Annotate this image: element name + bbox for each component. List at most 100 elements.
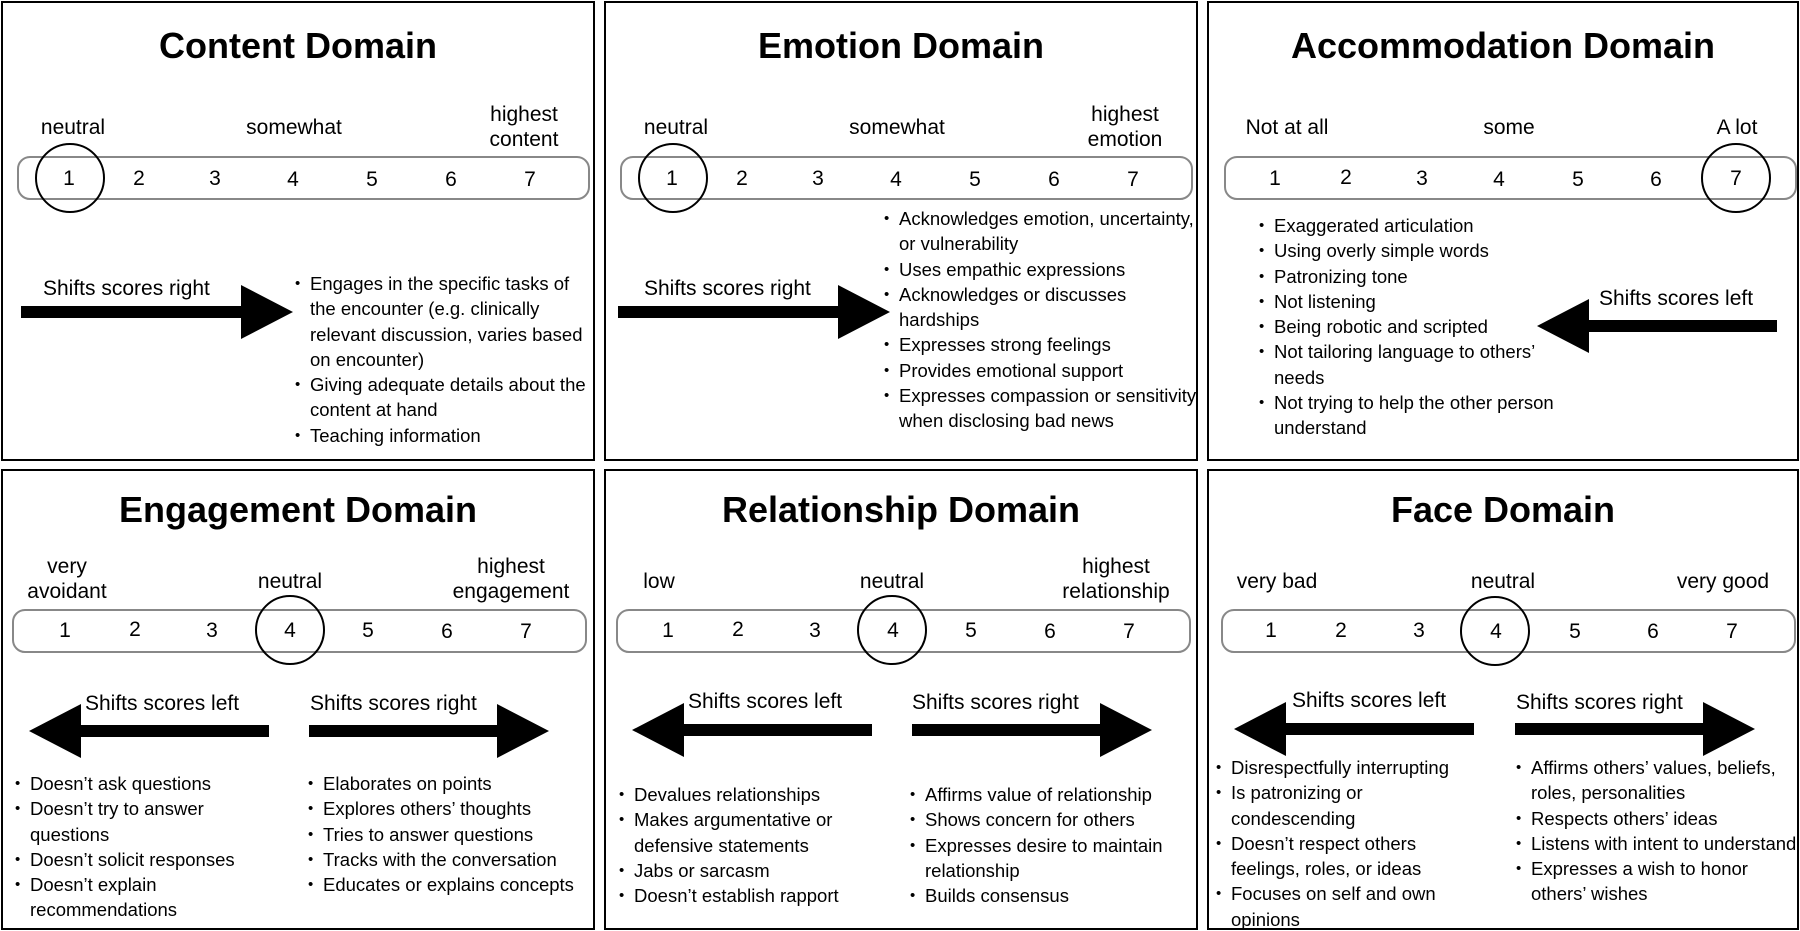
shifts-right-list: Engages in the specific tasks of the enc… xyxy=(293,271,593,448)
list-item: Doesn’t try to answer questions xyxy=(13,796,273,847)
scale-number-1: 1 xyxy=(1269,167,1281,190)
list-item: Doesn’t respect others feelings, roles, … xyxy=(1214,831,1476,882)
shifts-left-label: Shifts scores left xyxy=(1292,689,1447,712)
panel-accommodation-domain: Accommodation Domain Not at all some A l… xyxy=(1207,1,1799,461)
list-item: Teaching information xyxy=(293,423,593,449)
scale-number-4: 4 xyxy=(890,168,902,191)
list-item: Affirms others’ values, beliefs, roles, … xyxy=(1514,755,1797,806)
list-item: Being robotic and scripted xyxy=(1257,314,1557,340)
list-item: Listens with intent to understand xyxy=(1514,831,1797,857)
list-item: Educates or explains concepts xyxy=(306,872,593,898)
scale-label-low: neutral xyxy=(643,116,709,139)
selected-score-circle xyxy=(1460,596,1530,666)
scale-number-1: 1 xyxy=(662,619,674,642)
shifts-right-label: Shifts scores right xyxy=(43,277,210,300)
scale-number-6: 6 xyxy=(1647,620,1659,643)
scale-number-6: 6 xyxy=(445,168,457,191)
list-item: Tracks with the conversation xyxy=(306,847,593,873)
scale-number-6: 6 xyxy=(1048,168,1060,191)
arrow-left-icon xyxy=(1234,702,1474,756)
arrow-right-icon xyxy=(309,704,549,758)
shifts-right-list: Elaborates on points Explores others’ th… xyxy=(306,771,593,898)
panel-emotion-domain: Emotion Domain neutral somewhat highest … xyxy=(604,1,1198,461)
panel-title: Face Domain xyxy=(1390,489,1616,530)
panel-title: Engagement Domain xyxy=(118,489,478,530)
list-item: Provides emotional support xyxy=(882,358,1196,384)
panel-content-domain: Content Domain neutral somewhat highest … xyxy=(1,1,595,461)
panel-title: Emotion Domain xyxy=(758,25,1044,66)
rating-scale xyxy=(620,156,1193,200)
list-item: Doesn’t solicit responses xyxy=(13,847,273,873)
list-item: Tries to answer questions xyxy=(306,822,593,848)
list-item: Doesn’t explain recommendations xyxy=(13,872,273,923)
scale-label-mid: somewhat xyxy=(849,116,945,139)
shifts-left-label: Shifts scores left xyxy=(1599,287,1754,310)
scale-number-2: 2 xyxy=(1335,619,1347,642)
list-item: Focuses on self and own opinions xyxy=(1214,881,1476,928)
scale-label-high: highest content xyxy=(489,103,559,151)
list-item: Affirms value of relationship xyxy=(908,782,1196,808)
panel-title: Relationship Domain xyxy=(721,489,1081,530)
scale-number-6: 6 xyxy=(441,620,453,643)
selected-score-circle xyxy=(857,595,927,665)
scale-number-7: 7 xyxy=(1127,168,1139,191)
scale-label-low: low xyxy=(643,570,675,593)
selected-score-circle xyxy=(35,143,105,213)
arrow-right-icon xyxy=(912,703,1152,757)
panel-engagement-domain: Engagement Domain very avoidant neutral … xyxy=(1,469,595,930)
scale-number-2: 2 xyxy=(736,167,748,190)
list-item: Not tailoring language to others’ needs xyxy=(1257,339,1557,390)
arrow-left-icon xyxy=(1537,299,1777,353)
scale-number-7: 7 xyxy=(520,620,532,643)
scale-number-3: 3 xyxy=(809,619,821,642)
list-item: Is patronizing or condescending xyxy=(1214,780,1476,831)
arrow-left-icon xyxy=(632,703,872,757)
shifts-right-label: Shifts scores right xyxy=(310,692,477,715)
shifts-left-list: Disrespectfully interrupting Is patroniz… xyxy=(1214,755,1476,928)
list-item: Jabs or sarcasm xyxy=(617,858,877,884)
scale-label-high: highest emotion xyxy=(1087,103,1163,151)
shifts-right-label: Shifts scores right xyxy=(1516,691,1683,714)
shifts-right-list: Affirms others’ values, beliefs, roles, … xyxy=(1514,755,1797,907)
scale-label-high: very good xyxy=(1676,570,1770,593)
scale-number-6: 6 xyxy=(1044,620,1056,643)
scale-number-5: 5 xyxy=(965,619,977,642)
list-item: Expresses compassion or sensitivity when… xyxy=(882,383,1196,434)
selected-score-circle xyxy=(638,143,708,213)
arrow-left-icon xyxy=(29,704,269,758)
shifts-right-label: Shifts scores right xyxy=(912,691,1079,714)
list-item: Patronizing tone xyxy=(1257,264,1557,290)
scale-number-2: 2 xyxy=(129,618,141,641)
shifts-right-list: Acknowledges emotion, uncertainty, or vu… xyxy=(882,206,1196,434)
list-item: Engages in the specific tasks of the enc… xyxy=(293,271,593,372)
list-item: Acknowledges emotion, uncertainty, or vu… xyxy=(882,206,1196,257)
arrow-right-icon xyxy=(618,285,890,339)
shifts-left-list: Exaggerated articulation Using overly si… xyxy=(1257,213,1557,441)
list-item: Devalues relationships xyxy=(617,782,877,808)
arrow-right-icon xyxy=(21,285,293,339)
list-item: Not listening xyxy=(1257,289,1557,315)
scale-number-3: 3 xyxy=(1413,619,1425,642)
rating-scale xyxy=(17,156,590,200)
panel-title: Content Domain xyxy=(159,25,437,66)
scale-number-7: 7 xyxy=(1726,620,1738,643)
shifts-right-list: Affirms value of relationship Shows conc… xyxy=(908,782,1196,909)
list-item: Expresses strong feelings xyxy=(882,332,1196,358)
scale-number-2: 2 xyxy=(133,167,145,190)
list-item: Giving adequate details about the conten… xyxy=(293,372,593,423)
shifts-left-label: Shifts scores left xyxy=(85,692,240,715)
scale-number-5: 5 xyxy=(366,168,378,191)
list-item: Makes argumentative or defensive stateme… xyxy=(617,807,877,858)
list-item: Uses empathic expressions xyxy=(882,257,1196,283)
scale-number-5: 5 xyxy=(1572,168,1584,191)
shifts-right-label: Shifts scores right xyxy=(644,277,811,300)
list-item: Explores others’ thoughts xyxy=(306,796,593,822)
scale-number-5: 5 xyxy=(969,168,981,191)
scale-label-low: very bad xyxy=(1236,570,1318,593)
scale-label-high: highest engagement xyxy=(452,555,570,603)
scale-number-7: 7 xyxy=(524,168,536,191)
scale-label-high: highest relationship xyxy=(1062,555,1170,603)
scale-label-mid: neutral xyxy=(257,570,323,593)
scale-number-3: 3 xyxy=(1416,167,1428,190)
list-item: Expresses a wish to honor others’ wishes xyxy=(1514,856,1797,907)
